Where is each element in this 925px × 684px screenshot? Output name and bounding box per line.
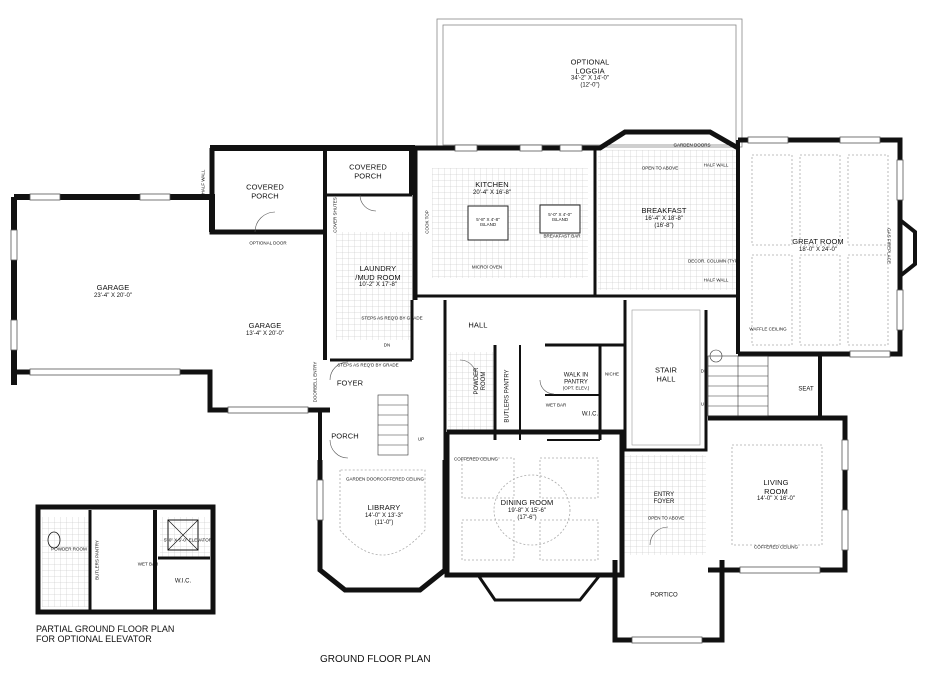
coffered-library-label: COFFERED CEILING (379, 476, 425, 482)
cover-shutes-label: COVER SHUTES (332, 197, 338, 233)
dining-coffered-ceiling (461, 457, 599, 561)
porch-label: PORCH (331, 431, 359, 441)
door-swings (254, 194, 669, 546)
covered-porch-left-label: COVERED PORCH (246, 182, 284, 200)
partial-plan-caption-line2: FOR OPTIONAL ELEVATOR (36, 634, 152, 644)
wet-bar-label: WET BAR (545, 402, 567, 408)
kitchen-label: KITCHEN 20'-4" X 16'-8" (473, 180, 511, 196)
open-to-above-2-label: OPEN TO ABOVE (647, 515, 685, 521)
gas-fireplace-label: GAS FIREPLACE (886, 228, 892, 264)
coffered-living-label: COFFERED CEILING (753, 544, 799, 550)
garage-big-label: GARAGE 23'-4" X 20'-0" (94, 283, 132, 299)
hall-label: HALL (468, 320, 488, 330)
decor-column-label: DECOR. COLUMN (TYP.) (688, 258, 740, 264)
entry-foyer-label: ENTRY FOYER (653, 492, 675, 505)
covered-porch-right-label: COVERED PORCH (349, 162, 387, 180)
stair-hall-label: STAIR HALL (654, 365, 678, 383)
garden-doors-top-label: GARDEN DOORS (673, 142, 711, 148)
main-stairs (707, 349, 769, 417)
dining-label: DINING ROOM 19'-8" X 15'-6" (17'-6") (500, 497, 554, 521)
partial-plan (35, 504, 216, 615)
waffle-ceiling-label: WAFFLE CEILING (749, 326, 787, 332)
dn-label: DN (383, 342, 391, 348)
doorbell-entry-label: DOORBELL ENTRY (312, 361, 318, 403)
kitchen-islands (467, 204, 581, 241)
half-wall-left-label: HALF WALL (200, 169, 206, 195)
garage-small-label: GARAGE 13'-4" X 20'-0" (246, 321, 284, 337)
cooktop-label: COOK TOP (424, 210, 430, 234)
stair-hall-open-area (631, 309, 701, 446)
optional-door-label: OPTIONAL DOOR (249, 240, 287, 246)
elevator-label: 5'-0" X 5'-0" ELEVATOR (164, 537, 212, 543)
up-right-label: UP (700, 401, 708, 407)
steps-2-label: STEPS AS REQ'D BY GRADE (337, 362, 399, 368)
partial-butlers-label: BUTLERS PANTRY (94, 540, 100, 580)
walk-in-pantry-label: WALK IN PANTRY (OPT. ELEV.) (562, 372, 590, 391)
breakfast-bar-label: BREAKFAST BAR (543, 233, 581, 239)
dn-right-label: DN (700, 368, 708, 374)
island-2-label: 5'-0" X 4'-0"ISLAND (548, 212, 572, 222)
half-wall-bottom-label: HALF WALL (703, 277, 729, 283)
open-to-above-1-label: OPEN TO ABOVE (641, 165, 679, 171)
library-coffered-ceiling (339, 469, 426, 556)
laundry-label: LAUNDRY /MUD ROOM 10'-2" X 17'-8" (355, 263, 401, 289)
walls (11, 129, 917, 643)
plan-title: GROUND FLOOR PLAN (320, 654, 431, 665)
butlers-label: BUTLERS PANTRY (504, 369, 511, 423)
up-label: UP (417, 436, 425, 442)
partial-plan-caption-line1: PARTIAL GROUND FLOOR PLAN (36, 624, 175, 634)
powder-label: POWDER ROOM (474, 367, 487, 395)
island-1-label: 5'-8" X 4'-8"ISLAND (476, 217, 500, 227)
half-wall-top-label: HALF WALL (703, 162, 729, 168)
garden-door-library-label: GARDEN DOOR (345, 476, 381, 482)
steps-label: STEPS AS REQ'D BY GRADE (361, 315, 423, 321)
partial-powder-label: POWDER ROOM (51, 546, 87, 552)
partial-wet-bar-label: WET BAR (137, 561, 159, 567)
portico-label: PORTICO (650, 592, 678, 599)
living-label: LIVING ROOM 14'-0" X 16'-0" (757, 477, 795, 503)
partial-wic-label: W.I.C. (174, 578, 192, 585)
coffered-dining-label: COFFERED CEILING (453, 456, 499, 462)
foyer-label: FOYER (336, 378, 364, 388)
waffle-ceiling-panels (751, 154, 889, 346)
windows (10, 136, 904, 644)
niche-label: NICHE (604, 371, 620, 377)
library-label: LIBRARY 14'-0" X 13'-3" (11'-0") (365, 502, 403, 526)
great-room-label: GREAT ROOM 18'-0" X 24'-0" (792, 237, 844, 253)
loggia-label: OPTIONAL LOGGIA 34'-2" X 14'-0" (12'-0") (570, 57, 610, 89)
living-coffered-ceiling (731, 444, 823, 546)
foyer-stairs (377, 394, 409, 456)
breakfast-label: BREAKFAST 16'-4" X 18'-8" (16'-8") (641, 205, 687, 229)
wic-label: W.I.C. (581, 411, 599, 418)
seat-label: SEAT (798, 386, 814, 393)
micro-oven-label: MICRO/ OVEN (471, 264, 503, 270)
